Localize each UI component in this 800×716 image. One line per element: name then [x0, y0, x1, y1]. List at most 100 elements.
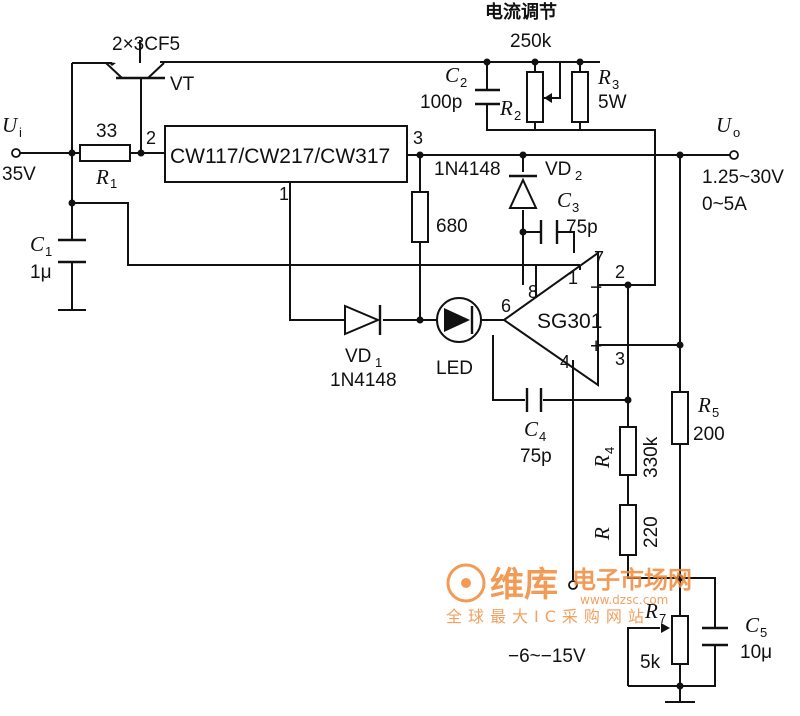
watermark-logo-icon: [446, 563, 486, 603]
regulator-pin-out: 3: [413, 128, 423, 148]
capacitor-c2: [475, 88, 500, 106]
watermark-line1: 电子市场网: [572, 566, 692, 594]
capacitor-c3: [539, 220, 559, 244]
watermark-url: www.dzsc.com: [580, 593, 668, 607]
c5-name: C: [745, 613, 760, 637]
resistor-r4: [619, 426, 637, 476]
vd2-sub: 2: [575, 168, 582, 183]
opamp-pin-6: 6: [501, 296, 511, 316]
c3-name: C: [557, 188, 572, 212]
transistor-name: VT: [170, 74, 195, 95]
output-name: U: [716, 113, 733, 137]
r3-name: R: [597, 65, 611, 89]
watermark-line2: 全球最大IC采购网站: [446, 607, 650, 626]
capacitor-c4: [525, 388, 543, 412]
r7-sub: 7: [659, 611, 666, 626]
c4-value: 75p: [520, 446, 552, 467]
vd1-sub: 1: [375, 355, 382, 370]
opamp-pin-3: 3: [615, 349, 625, 369]
potentiometer-r7: [661, 615, 689, 665]
r680-value: 680: [436, 216, 468, 237]
opamp-pin-1: 1: [568, 268, 578, 288]
vd1-name: VD: [345, 346, 371, 367]
opamp-pin-2: 2: [615, 262, 625, 282]
output-sub: o: [733, 125, 740, 140]
transistor-type: 2×3CF5: [112, 34, 180, 55]
r-name: R: [590, 527, 614, 541]
resistor-r5: [671, 391, 689, 445]
r4-value: 330k: [641, 436, 662, 478]
input-name: U: [2, 113, 19, 137]
r2-sub: 2: [514, 108, 521, 123]
c3-value: 75p: [566, 217, 598, 238]
regulator-label: CW117/CW217/CW317: [170, 145, 390, 168]
input-voltage: 35V: [2, 164, 36, 185]
c1-name: C: [30, 232, 45, 256]
led-label: LED: [436, 358, 473, 379]
r2-name: R: [499, 96, 513, 120]
watermark: 维库 电子市场网 www.dzsc.com 全球最大IC采购网站: [446, 563, 692, 626]
opamp-plus: +: [590, 335, 602, 358]
opamp-label: SG301: [537, 310, 602, 333]
led: [436, 297, 482, 343]
regulator-pin-adj: 1: [279, 184, 289, 204]
c5-sub: 5: [760, 625, 767, 640]
title-label: 电流调节: [485, 1, 557, 23]
neg-supply-terminal: [568, 580, 578, 590]
r7-name: R: [644, 599, 658, 623]
c1-value: 1μ: [30, 262, 52, 283]
opamp-minus: −: [590, 276, 602, 299]
output-voltage: 1.25~30V: [702, 167, 784, 188]
opamp-sg301: [502, 251, 599, 387]
input-terminal: [11, 148, 21, 158]
output-terminal: [729, 150, 739, 160]
resistor-r1: [79, 144, 131, 162]
r5-value: 200: [693, 424, 725, 445]
r1-value: 33: [96, 121, 117, 142]
junction-dots: [68, 58, 684, 690]
capacitor-c1: [58, 238, 86, 264]
opamp-pin-7: 7: [594, 248, 604, 268]
r4-sub: 4: [602, 447, 617, 454]
r1-name: R: [95, 165, 109, 189]
r1-sub: 1: [110, 176, 117, 191]
diode-vd1: [344, 304, 382, 336]
resistor-r: [619, 504, 637, 556]
r7-value: 5k: [640, 652, 661, 673]
c2-value: 100p: [420, 92, 462, 113]
regulator-chip: [164, 125, 408, 183]
r3-sub: 3: [612, 77, 619, 92]
transistor-vt: [105, 62, 165, 100]
capacitor-c5: [702, 626, 728, 647]
neg-supply-label: −6~−15V: [508, 646, 586, 667]
r5-sub: 5: [712, 405, 719, 420]
diode-vd2: [508, 174, 538, 209]
c2-sub: 2: [460, 75, 467, 90]
c2-name: C: [445, 63, 460, 87]
vd2-part: 1N4148: [434, 159, 501, 180]
c4-name: C: [524, 417, 539, 441]
c3-sub: 3: [572, 200, 579, 215]
opamp-pin-4: 4: [560, 352, 570, 372]
r3-value: 5W: [598, 92, 627, 113]
resistor-r3: [571, 71, 589, 123]
opamp-pin-8: 8: [528, 282, 538, 302]
r-value: 220: [641, 516, 662, 548]
terminals: [11, 148, 739, 590]
watermark-brand: 维库: [490, 565, 558, 605]
c1-sub: 1: [45, 244, 52, 259]
wires: [20, 40, 730, 703]
input-sub: i: [19, 125, 22, 140]
c4-sub: 4: [539, 429, 546, 444]
r2-value: 250k: [510, 31, 552, 52]
r4-name: R: [590, 455, 614, 469]
potentiometer-r2: [526, 71, 552, 123]
vd2-name: VD: [545, 159, 571, 180]
resistor-680: [411, 191, 429, 243]
output-current: 0~5A: [702, 194, 747, 215]
regulator-pin-in: 2: [146, 128, 156, 148]
c5-value: 10μ: [740, 642, 772, 663]
r5-name: R: [697, 393, 711, 417]
vd1-part: 1N4148: [330, 370, 397, 391]
